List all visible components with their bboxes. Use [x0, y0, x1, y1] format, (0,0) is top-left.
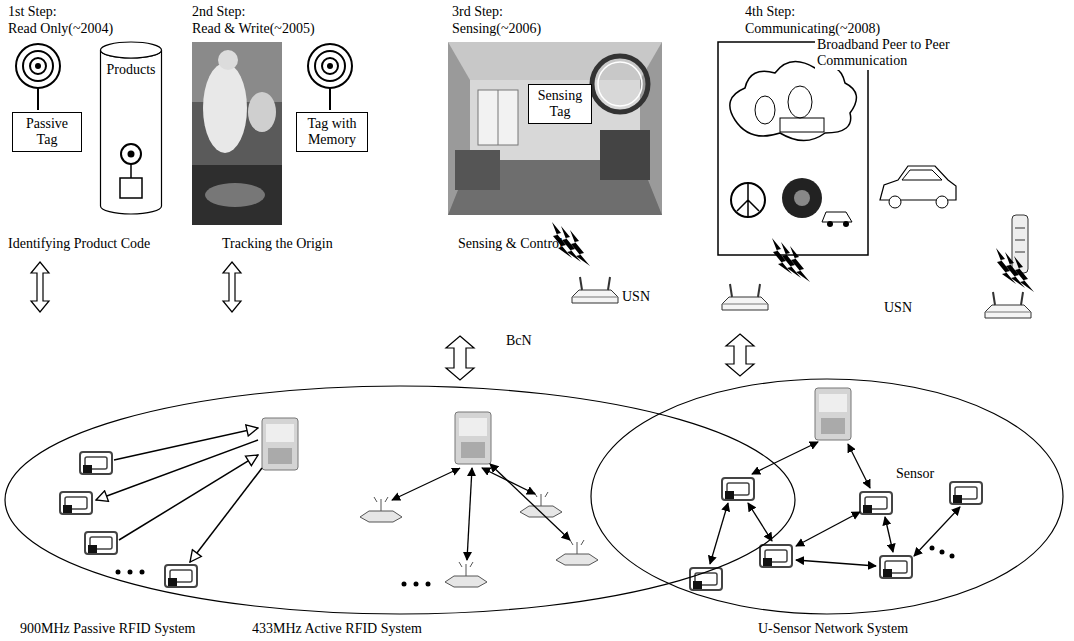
tag-box: Tag with Memory — [296, 112, 368, 152]
usn-router — [722, 284, 768, 310]
wireless-bolts — [772, 238, 810, 282]
step-period: Sensing(~2006) — [452, 21, 541, 37]
wireless-bolts — [996, 248, 1034, 292]
passive-rfid-system — [60, 418, 298, 587]
system-name: 900MHz Passive RFID System — [20, 621, 195, 637]
application-caption: Tracking the Origin — [222, 236, 333, 252]
step-period: Read Only(~2004) — [8, 21, 113, 37]
origin-photo — [192, 42, 282, 225]
product-cylinder: Products — [100, 42, 162, 214]
usn-router — [985, 292, 1031, 318]
sensor-network — [690, 388, 982, 590]
step-heading: 4th Step: — [745, 4, 795, 20]
application-caption: Identifying Product Code — [8, 236, 150, 252]
step-period: Communicating(~2008) — [745, 21, 880, 37]
tag-name: Sensing Tag — [534, 88, 586, 120]
tag-box: Sensing Tag — [528, 84, 592, 124]
hollow-double-arrow — [31, 262, 754, 380]
application-caption: Sensing & Control — [458, 236, 563, 252]
network-label: USN — [884, 300, 912, 316]
room-photo — [448, 42, 662, 215]
system-region: 900MHz Passive RFID System433MHz Active … — [4, 385, 796, 615]
cylinder-label: Products — [100, 62, 162, 78]
part-label: Sensor — [896, 466, 934, 482]
car-icon — [880, 166, 956, 208]
system-name: U-Sensor Network System — [758, 621, 908, 637]
region-outline — [590, 378, 1064, 615]
tag-name: Passive Tag — [18, 116, 76, 148]
region-outline — [4, 385, 796, 615]
step-period: Read & Write(~2005) — [192, 21, 315, 37]
system-region: U-Sensor Network System — [590, 378, 1064, 615]
step-heading: 2nd Step: — [192, 4, 245, 20]
communication-frame — [718, 42, 868, 255]
memory-tag-icon — [308, 44, 352, 110]
network-label: USN — [622, 289, 650, 305]
tag-name: Tag with Memory — [302, 116, 362, 148]
tag-box: Passive Tag — [12, 112, 82, 152]
step-heading: 3rd Step: — [452, 4, 503, 20]
usn-router — [572, 277, 618, 303]
passive-tag-icon — [16, 44, 60, 110]
step-heading: 1st Step: — [8, 4, 57, 20]
callout-note: Broadband Peer to Peer Communication — [815, 36, 965, 70]
system-name: 433MHz Active RFID System — [252, 621, 422, 637]
active-rfid-system — [360, 412, 598, 587]
network-label: BcN — [506, 333, 532, 349]
